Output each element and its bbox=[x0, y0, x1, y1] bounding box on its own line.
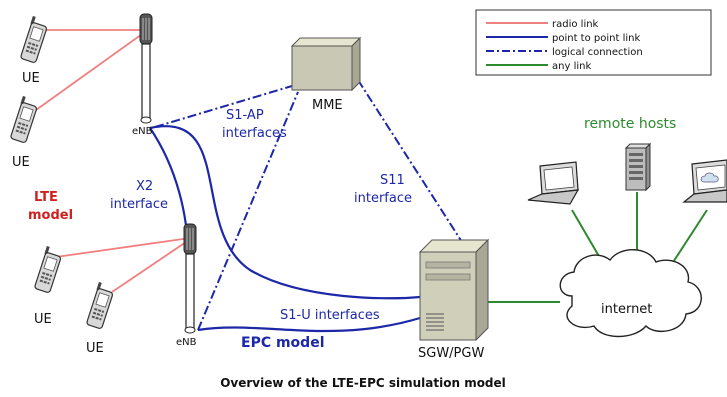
cell-tower-icon bbox=[183, 223, 197, 334]
s1u-link-enb2 bbox=[197, 316, 421, 333]
ue-label: UE bbox=[86, 341, 104, 356]
ue-label: UE bbox=[12, 155, 30, 170]
s1u-label: S1-U interfaces bbox=[280, 308, 380, 323]
logical-links bbox=[154, 79, 463, 331]
cell-tower-icon bbox=[139, 13, 153, 124]
mme-box-icon bbox=[290, 36, 362, 92]
radio-links bbox=[35, 29, 193, 293]
x2-label-line1: X2 bbox=[136, 179, 153, 194]
legend-radio-label: radio link bbox=[552, 19, 599, 30]
enb-label: eNB bbox=[132, 126, 153, 137]
ue-top2: UE bbox=[10, 95, 38, 170]
internet-label: internet bbox=[601, 302, 652, 317]
x2-label-line2: interface bbox=[110, 197, 168, 212]
mobile-phone-icon bbox=[10, 95, 38, 143]
legend-any-label: any link bbox=[552, 61, 591, 72]
ue-bot1: UE bbox=[34, 245, 62, 327]
mme-node: MME bbox=[290, 36, 362, 113]
enb-bot: eNB bbox=[176, 223, 197, 348]
radio-link-ue4-enb2 bbox=[111, 237, 193, 293]
s11-label-line1: S11 bbox=[380, 173, 405, 188]
cloud-screen-icon bbox=[700, 172, 719, 183]
s1ap-link-enb1 bbox=[154, 85, 293, 128]
ue-label: UE bbox=[22, 71, 40, 86]
mobile-phone-icon bbox=[20, 15, 48, 63]
epc-model-label: EPC model bbox=[241, 335, 325, 351]
internet-laptop2-link bbox=[667, 209, 708, 271]
sgw-pgw-label: SGW/PGW bbox=[418, 346, 484, 361]
enb-label: eNB bbox=[176, 337, 197, 348]
radio-link-ue2-enb1 bbox=[35, 31, 146, 111]
cloud-icon bbox=[559, 249, 702, 338]
internet-node: internet bbox=[559, 249, 702, 338]
mme-label: MME bbox=[312, 98, 343, 113]
laptop-icon bbox=[682, 159, 727, 203]
legend: radio link point to point link logical c… bbox=[475, 9, 712, 76]
lte-model-label-line1: LTE bbox=[34, 190, 58, 205]
s11-link bbox=[357, 79, 463, 243]
ue-bot2: UE bbox=[86, 281, 114, 356]
legend-p2p-label: point to point link bbox=[552, 33, 640, 44]
remote-host-laptop-2 bbox=[682, 159, 727, 203]
server-icon bbox=[624, 142, 652, 192]
laptop-icon bbox=[527, 161, 580, 205]
diagram-caption: Overview of the LTE-EPC simulation model bbox=[220, 376, 506, 390]
s11-label-line2: interface bbox=[354, 191, 412, 206]
remote-host-laptop-1 bbox=[527, 161, 580, 205]
mobile-phone-icon bbox=[86, 281, 114, 329]
s1ap-label-line1: S1-AP bbox=[226, 108, 264, 123]
sgw-pgw-node: SGW/PGW bbox=[418, 238, 490, 361]
ue-top1: UE bbox=[20, 15, 48, 86]
radio-link-ue3-enb2 bbox=[55, 237, 191, 258]
enb-top: eNB bbox=[132, 13, 153, 137]
legend-logical-label: logical connection bbox=[552, 47, 643, 58]
remote-host-server bbox=[624, 142, 652, 192]
server-tower-icon bbox=[418, 238, 490, 342]
mobile-phone-icon bbox=[34, 245, 62, 293]
ue-label: UE bbox=[34, 312, 52, 327]
remote-hosts-label: remote hosts bbox=[584, 116, 676, 132]
s1ap-label-line2: interfaces bbox=[222, 126, 287, 141]
lte-model-label-line2: model bbox=[28, 208, 73, 223]
s1u-link-enb1 bbox=[149, 125, 421, 300]
